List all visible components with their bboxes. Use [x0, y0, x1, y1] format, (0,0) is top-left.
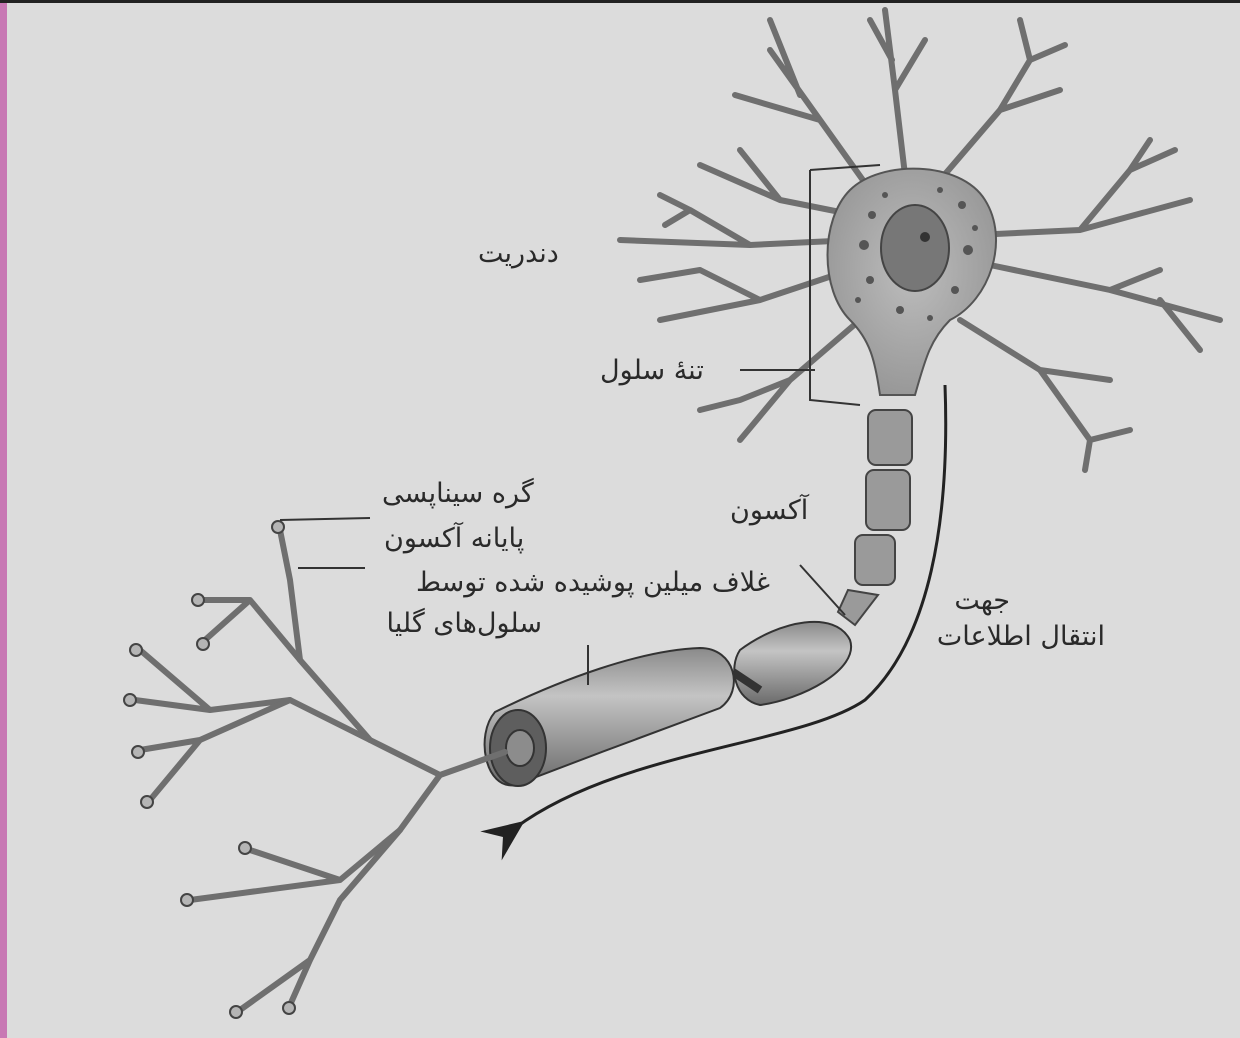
axon-label: آکسون	[730, 495, 808, 526]
nucleus	[881, 205, 949, 291]
synaptic-knobs	[124, 521, 295, 1018]
myelin-label-line2: سلول‌های گلیا	[380, 608, 770, 639]
axon-segments	[838, 410, 912, 625]
cell-body-label: تنهٔ سلول	[600, 355, 704, 386]
nucleolus	[920, 232, 930, 242]
myelin-sheath-label: غلاف میلین پوشیده شده توسط سلول‌های گلیا	[380, 567, 770, 639]
synaptic-knob-label: گره سیناپسی	[382, 478, 534, 509]
cell-body	[828, 169, 997, 395]
myelin-label-line1: غلاف میلین پوشیده شده توسط	[380, 567, 770, 598]
axon-terminal-label: پایانه آکسون	[384, 523, 524, 554]
information-direction-label: جهت انتقال اطلاعات	[905, 585, 1105, 652]
dendrite-label: دندریت	[478, 238, 559, 269]
direction-label-line1: جهت	[905, 585, 1105, 616]
direction-label-line2: انتقال اطلاعات	[905, 621, 1105, 652]
